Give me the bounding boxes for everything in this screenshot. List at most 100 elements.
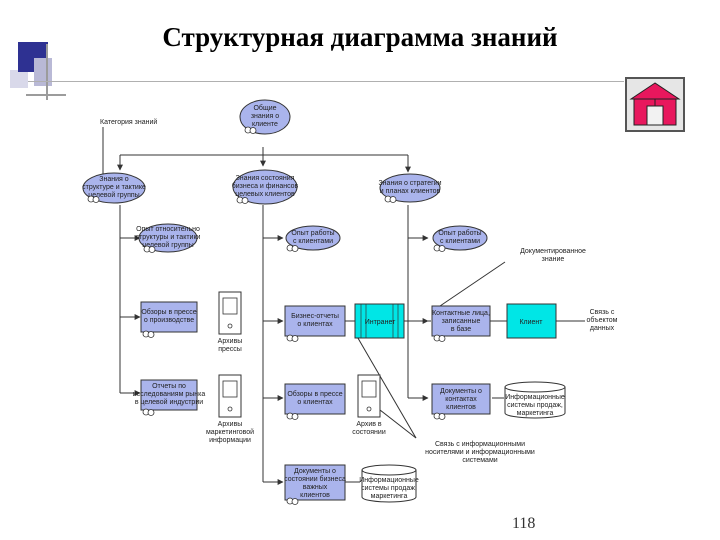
svg-text:Бизнес-отчеты: Бизнес-отчеты xyxy=(291,313,339,320)
connector-lines xyxy=(102,127,585,485)
svg-text:маркетинговой: маркетинговой xyxy=(206,428,254,436)
svg-text:состоянии бизнеса: состоянии бизнеса xyxy=(284,475,346,483)
home-button[interactable] xyxy=(625,77,685,132)
svg-text:о производстве: о производстве xyxy=(144,317,194,324)
svg-text:прессы: прессы xyxy=(218,346,242,353)
oval-structure-knowledge: Знания о структуре и тактике целевой гру… xyxy=(82,172,146,204)
decor-line-horizontal xyxy=(26,94,66,96)
svg-text:Опыт работы: Опыт работы xyxy=(438,229,481,237)
people-icon xyxy=(433,412,446,420)
oval-general-knowledge: Общие знания о клиенте xyxy=(239,99,291,135)
category-label: Категория знаний xyxy=(100,118,157,126)
svg-text:Информационные: Информационные xyxy=(505,394,565,401)
people-icon xyxy=(384,195,397,203)
svg-text:Знания состояния: Знания состояния xyxy=(236,175,295,182)
svg-text:клиентов: клиентов xyxy=(300,492,330,499)
people-icon xyxy=(433,334,446,342)
oval-experience-structure: Опыт относительно структуры и тактики це… xyxy=(136,223,201,253)
box-intranet: Интранет xyxy=(354,303,405,339)
svg-text:с клиентами: с клиентами xyxy=(440,238,480,245)
page-number: 118 xyxy=(512,515,536,532)
svg-text:о клиентах: о клиентах xyxy=(297,321,333,328)
svg-text:целевых клиентов: целевых клиентов xyxy=(235,191,295,198)
archive-press: Архивы прессы xyxy=(218,291,243,353)
box-docs-business: Документы о состоянии бизнеса важных кли… xyxy=(284,464,346,505)
svg-text:Общие: Общие xyxy=(253,104,276,112)
svg-text:и планах клиентов: и планах клиентов xyxy=(380,188,441,195)
svg-text:Обзоры в прессе: Обзоры в прессе xyxy=(287,390,342,398)
svg-text:клиенте: клиенте xyxy=(252,121,278,128)
svg-text:Архивы: Архивы xyxy=(218,338,243,345)
slide-title: Структурная диаграмма знаний xyxy=(162,22,558,52)
svg-text:целевой группы: целевой группы xyxy=(142,241,193,249)
people-icon xyxy=(244,126,257,134)
svg-text:важных: важных xyxy=(303,484,328,491)
box-contacts-db: Контактные лица, записанные в базе xyxy=(431,305,491,342)
database-sales-2: Информационные системы продаж, маркетинг… xyxy=(504,381,566,419)
svg-text:информации: информации xyxy=(209,437,251,444)
svg-text:Отчеты по: Отчеты по xyxy=(152,383,186,390)
svg-text:Контактные лица,: Контактные лица, xyxy=(432,310,490,317)
svg-text:в целевой индустрии: в целевой индустрии xyxy=(135,398,203,406)
box-press-producers: Обзоры в прессе о производстве xyxy=(140,301,198,338)
svg-text:объектом: объектом xyxy=(587,316,618,324)
svg-text:с клиентами: с клиентами xyxy=(293,238,333,245)
svg-text:бизнеса и финансов: бизнеса и финансов xyxy=(232,182,299,190)
svg-text:данных: данных xyxy=(590,325,615,332)
people-icon xyxy=(433,244,446,252)
svg-text:знание: знание xyxy=(542,256,565,263)
svg-text:Связь с информационными: Связь с информационными xyxy=(435,441,525,448)
box-press-clients: Обзоры в прессе о клиентах xyxy=(284,383,346,420)
svg-text:структуре и тактике: структуре и тактике xyxy=(82,184,146,191)
svg-text:носителями и информационными: носителями и информационными xyxy=(425,449,535,456)
decor-line-vertical xyxy=(46,44,48,100)
archive-state: Архив в состоянии xyxy=(352,374,386,436)
box-contact-docs: Документы о контактах клиентов xyxy=(431,383,491,420)
svg-text:Связь с: Связь с xyxy=(590,309,615,316)
svg-text:Опыт относительно: Опыт относительно xyxy=(136,226,200,233)
people-icon xyxy=(286,334,299,342)
people-icon xyxy=(143,245,156,253)
people-icon xyxy=(142,408,155,416)
svg-text:в базе: в базе xyxy=(451,325,471,333)
svg-text:Архивы: Архивы xyxy=(218,421,243,428)
people-icon xyxy=(87,195,100,203)
oval-experience-clients-1: Опыт работы с клиентами xyxy=(285,225,341,252)
svg-text:Знания о стратегии: Знания о стратегии xyxy=(378,180,441,187)
box-client: Клиент xyxy=(506,303,557,339)
svg-text:целевой группы: целевой группы xyxy=(88,191,139,199)
svg-text:состоянии: состоянии xyxy=(352,429,386,436)
svg-text:клиентов: клиентов xyxy=(446,404,476,411)
svg-text:Документы о: Документы о xyxy=(440,388,482,395)
svg-text:маркетинга: маркетинга xyxy=(371,493,408,500)
svg-text:исследованиям рынка: исследованиям рынка xyxy=(133,391,206,398)
label-link-info: Связь с информационными носителями и инф… xyxy=(425,441,535,464)
svg-text:Документированное: Документированное xyxy=(520,248,586,255)
svg-text:структуры и тактики: структуры и тактики xyxy=(136,234,201,241)
svg-text:о клиентах: о клиентах xyxy=(297,399,333,406)
svg-text:Документы о: Документы о xyxy=(294,468,336,475)
svg-text:контактах: контактах xyxy=(445,396,477,403)
label-documented-knowledge: Документированное знание xyxy=(520,248,586,263)
svg-text:Клиент: Клиент xyxy=(519,319,543,326)
label-link-object: Связь с объектом данных xyxy=(587,309,618,332)
svg-text:Знания о: Знания о xyxy=(99,176,128,183)
people-icon xyxy=(142,330,155,338)
svg-text:знания о: знания о xyxy=(251,113,279,120)
svg-text:Архив в: Архив в xyxy=(356,421,382,428)
svg-text:Интранет: Интранет xyxy=(365,319,396,326)
svg-text:системы продаж,: системы продаж, xyxy=(361,485,417,492)
people-icon xyxy=(286,244,299,252)
oval-experience-clients-2: Опыт работы с клиентами xyxy=(432,225,488,252)
box-business-reports: Бизнес-отчеты о клиентах xyxy=(284,305,346,342)
svg-text:записанные: записанные xyxy=(442,318,481,325)
title-divider xyxy=(28,81,624,82)
people-icon xyxy=(286,412,299,420)
archive-marketing: Архивы маркетинговой информации xyxy=(206,374,254,444)
box-market-reports: Отчеты по исследованиям рынка в целевой … xyxy=(133,379,206,416)
people-icon xyxy=(286,497,299,505)
svg-text:системами: системами xyxy=(462,457,497,464)
database-sales-1: Информационные системы продаж, маркетинг… xyxy=(359,464,419,503)
oval-business-knowledge: Знания состояния бизнеса и финансов целе… xyxy=(232,169,299,205)
svg-text:маркетинга: маркетинга xyxy=(517,410,554,417)
